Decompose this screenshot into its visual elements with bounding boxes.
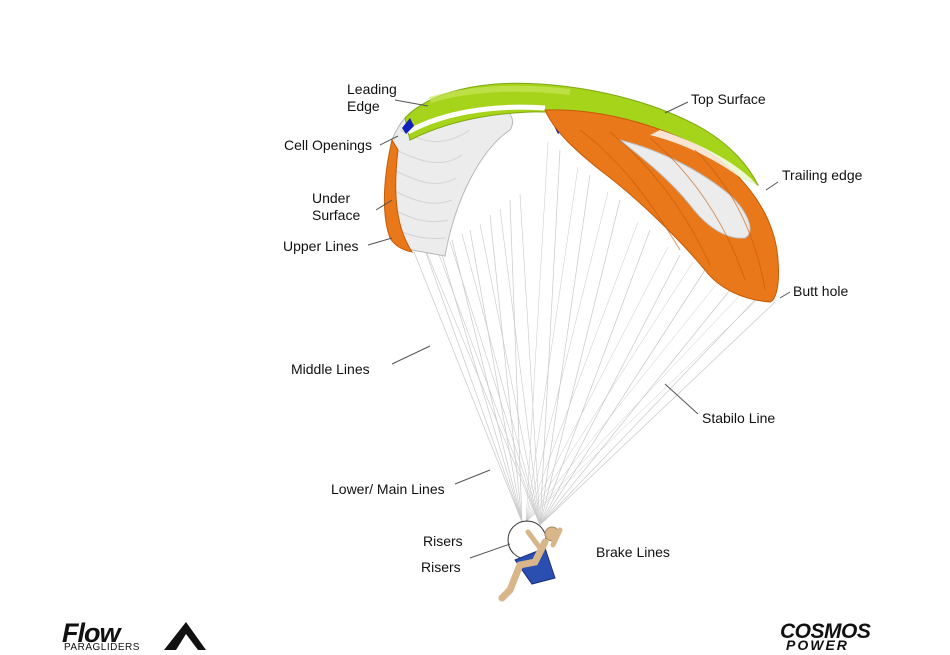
label-leading-edge: Leading Edge	[347, 81, 397, 115]
label-butt-hole: Butt hole	[793, 283, 848, 300]
flow-logo-wing-icon	[162, 620, 207, 652]
suspension-line	[450, 242, 540, 525]
label-risers-upper: Risers	[423, 533, 463, 550]
suspension-line	[526, 294, 763, 522]
suspension-line	[526, 142, 548, 522]
suspension-line	[540, 150, 560, 525]
label-upper-lines: Upper Lines	[283, 238, 359, 255]
power-logo-word: POWER	[786, 637, 849, 653]
label-stabilo-line: Stabilo Line	[702, 410, 775, 427]
label-cell-openings: Cell Openings	[284, 137, 372, 154]
suspension-line	[526, 292, 743, 522]
label-middle-lines: Middle Lines	[291, 361, 370, 378]
flow-logo-subtitle: PARAGLIDERS	[64, 642, 140, 653]
suspension-line	[540, 200, 620, 525]
suspension-line	[540, 230, 650, 525]
suspension-line	[440, 248, 522, 522]
suspension-line	[526, 222, 638, 522]
suspension-line	[540, 255, 680, 525]
label-brake-lines: Brake Lines	[596, 544, 670, 561]
label-under-surface: Under Surface	[312, 190, 360, 224]
flow-paragliders-logo: Flow PARAGLIDERS	[62, 618, 207, 654]
suspension-line	[510, 200, 522, 522]
label-lower-main-lines: Lower/ Main Lines	[331, 481, 445, 498]
suspension-line	[435, 244, 540, 525]
right-wing-orange	[545, 110, 779, 302]
canopy	[384, 83, 778, 302]
pilot	[502, 527, 560, 598]
cosmos-power-logo: COSMOS POWER	[778, 622, 898, 654]
label-risers-lower: Risers	[421, 559, 461, 576]
label-trailing-edge: Trailing edge	[782, 167, 862, 184]
label-top-surface: Top Surface	[691, 91, 766, 108]
suspension-line	[526, 282, 718, 522]
suspension-line	[526, 262, 693, 522]
